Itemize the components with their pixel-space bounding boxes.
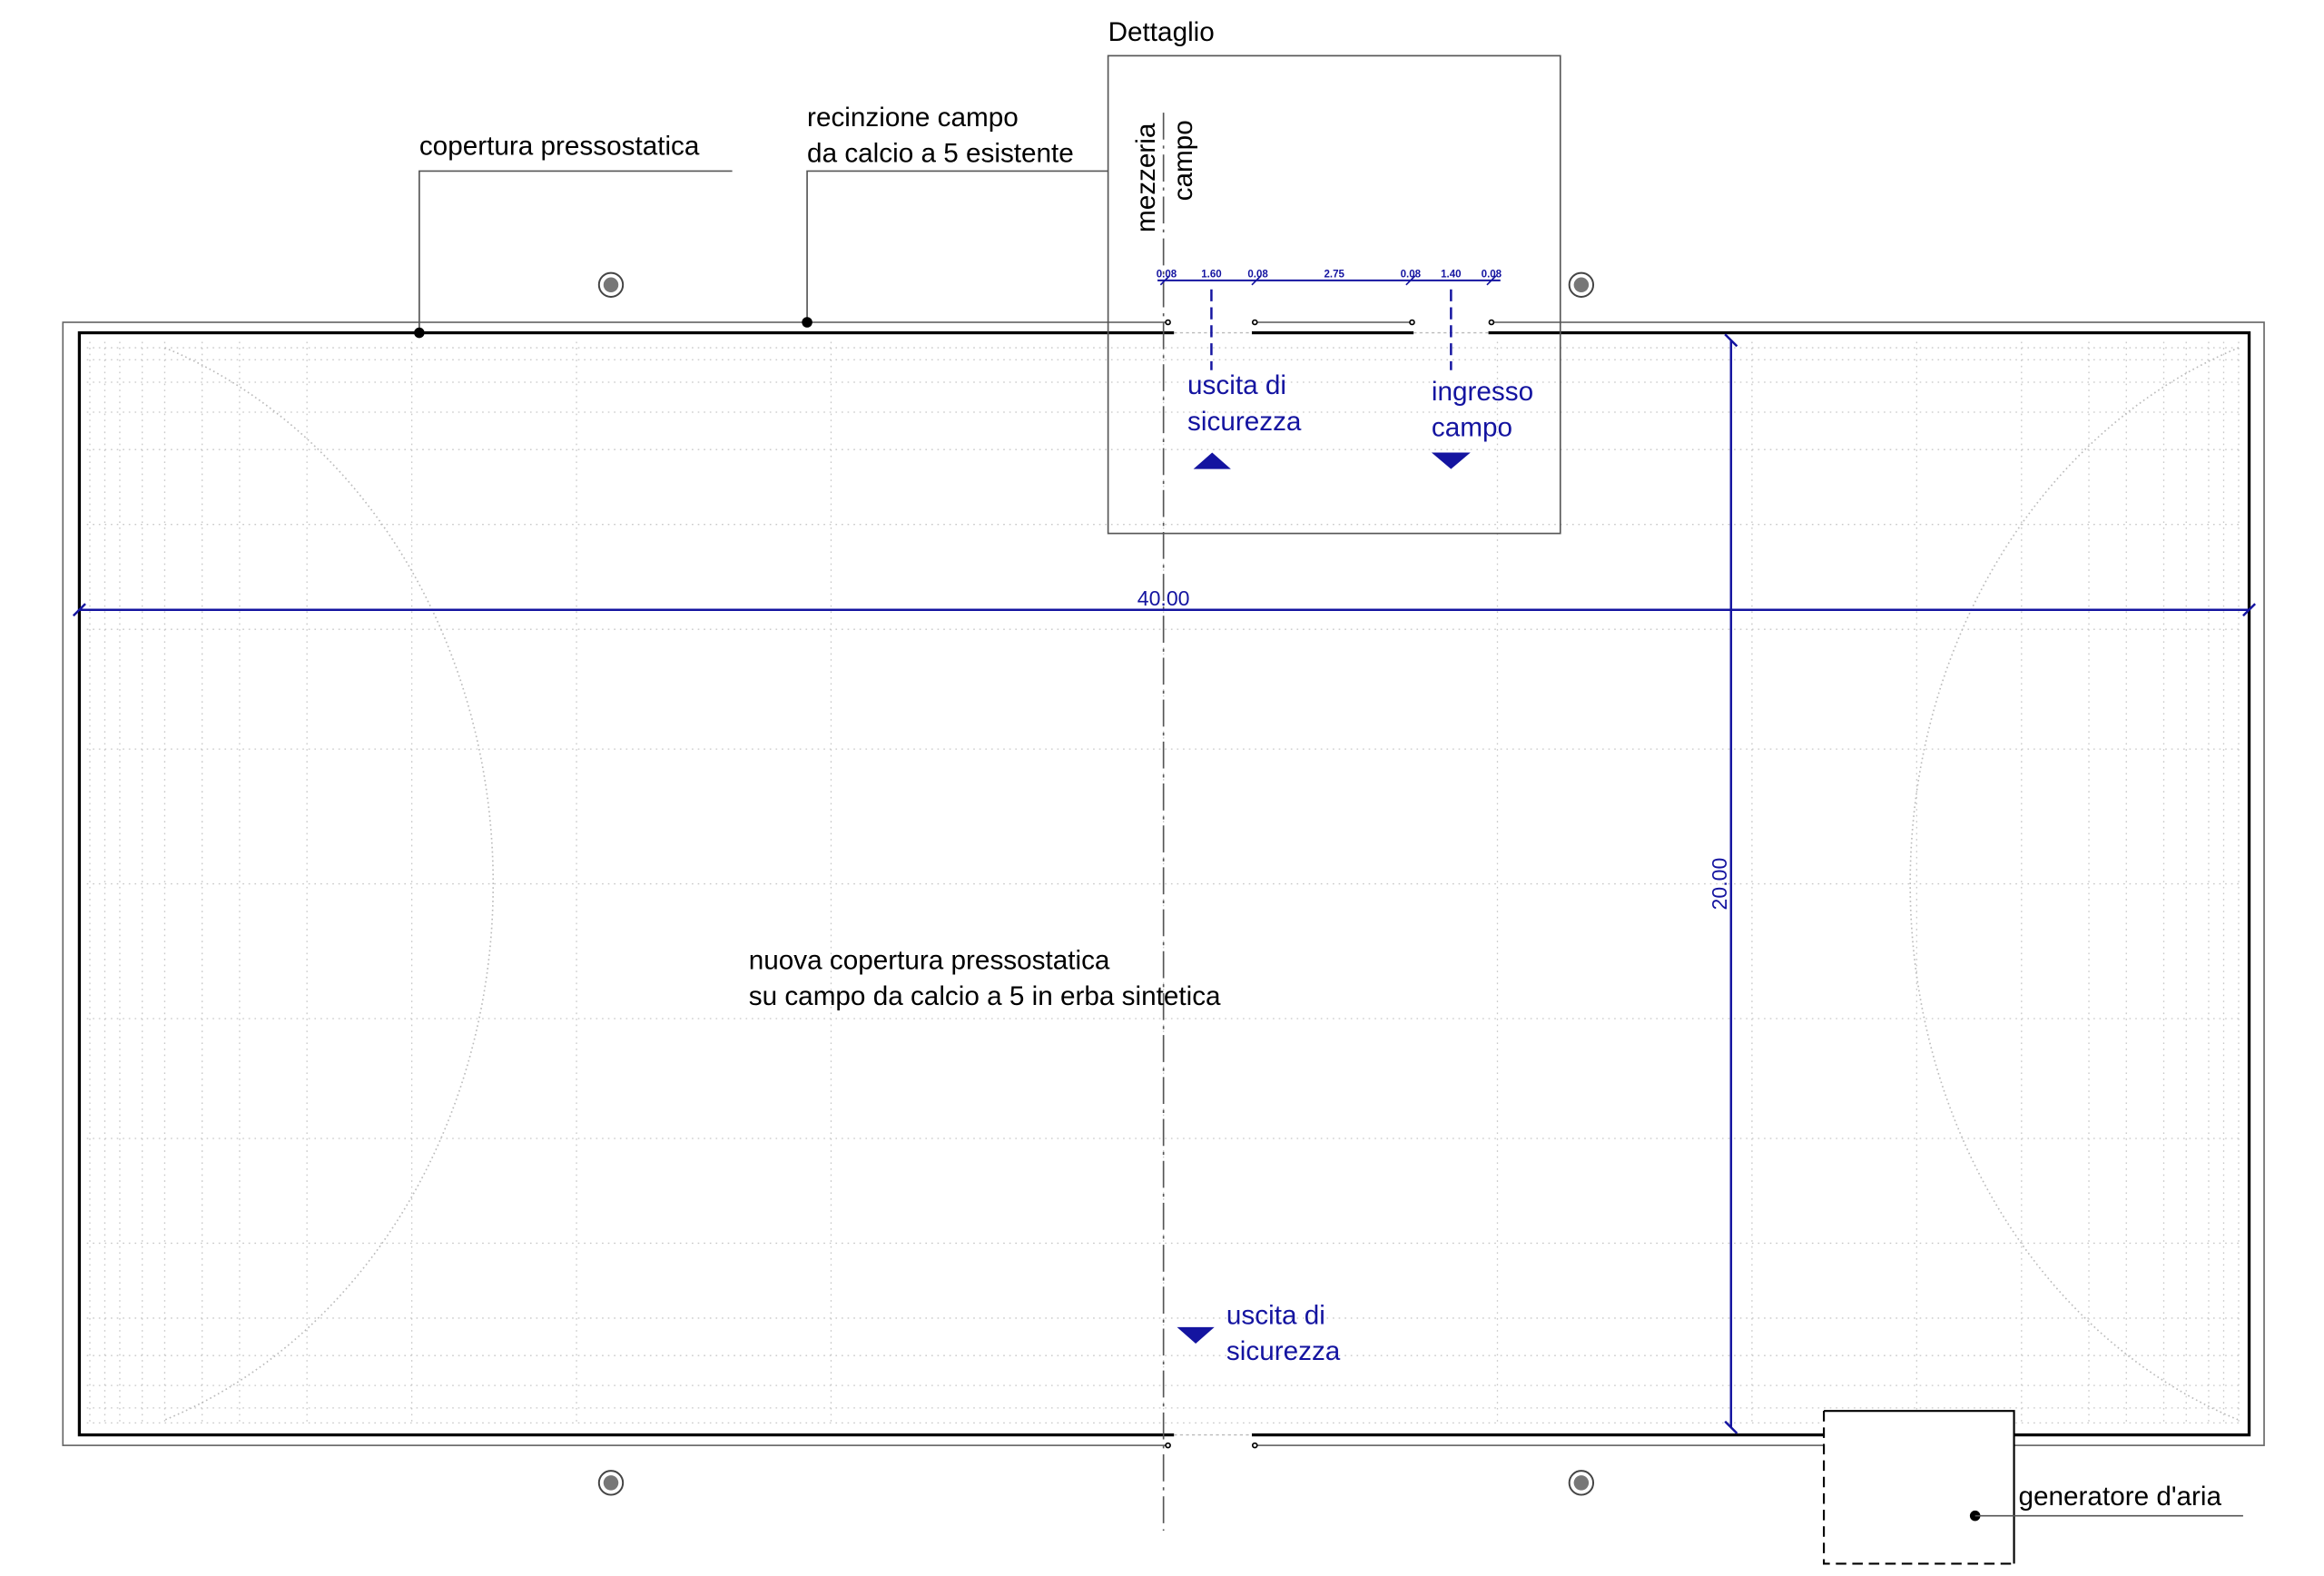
cover-leader [419, 170, 733, 333]
svg-text:0.08: 0.08 [1482, 270, 1502, 281]
fence-gaps [1165, 319, 1495, 1449]
svg-text:0.08: 0.08 [1247, 270, 1268, 281]
detail-dimension-chain: 0.08 1.60 0.08 2.75 0.08 1.40 0.08 [1157, 270, 1502, 286]
exit-top-label-2: sicurezza [1187, 407, 1302, 437]
svg-text:0.08: 0.08 [1157, 270, 1177, 281]
cover-label: copertura pressostatica [419, 131, 700, 161]
fence-leader [806, 170, 1108, 323]
lamp-post-icon [597, 1470, 625, 1496]
width-dimension: 20.00 [1708, 333, 1738, 1434]
entrance-arrow-down-icon [1431, 452, 1471, 469]
centerline-label-2: campo [1168, 120, 1198, 201]
air-generator [1822, 1410, 2243, 1565]
exit-bottom-label-2: sicurezza [1226, 1336, 1341, 1366]
fence-label-1: recinzione campo [807, 103, 1019, 133]
exit-top-label-1: uscita di [1187, 370, 1286, 400]
lamp-post-icon [597, 271, 625, 298]
svg-text:1.60: 1.60 [1201, 270, 1221, 281]
length-dimension: 40.00 [72, 586, 2256, 617]
width-label: 20.00 [1708, 858, 1731, 911]
fence-label-2: da calcio a 5 esistente [807, 139, 1074, 169]
exit-bottom-label-1: uscita di [1226, 1301, 1325, 1331]
detail-title: Dettaglio [1108, 17, 1215, 47]
generator-label: generatore d'aria [2019, 1482, 2222, 1512]
exit-arrow-down-icon [1177, 1326, 1215, 1344]
svg-text:0.08: 0.08 [1401, 270, 1422, 281]
lamp-post-icon [1568, 271, 1595, 298]
lamp-post-icons [597, 271, 1595, 1496]
entrance-label-1: ingresso [1432, 377, 1533, 407]
svg-text:2.75: 2.75 [1324, 270, 1344, 281]
main-label-1: nuova copertura pressostatica [749, 946, 1110, 976]
length-label: 40.00 [1137, 586, 1190, 610]
entrance-label-2: campo [1432, 412, 1512, 442]
centerline-label-1: mezzeria [1131, 123, 1161, 232]
turf-grid [86, 341, 2242, 1426]
right-penalty-arc [1909, 347, 2240, 1421]
main-label-2: su campo da calcio a 5 in erba sintetica [749, 981, 1221, 1011]
detail-box [1107, 54, 1561, 535]
left-penalty-arc [164, 347, 495, 1421]
lamp-post-icon [1568, 1470, 1595, 1496]
svg-text:1.40: 1.40 [1441, 270, 1461, 281]
exit-arrow-up-icon [1193, 452, 1231, 469]
